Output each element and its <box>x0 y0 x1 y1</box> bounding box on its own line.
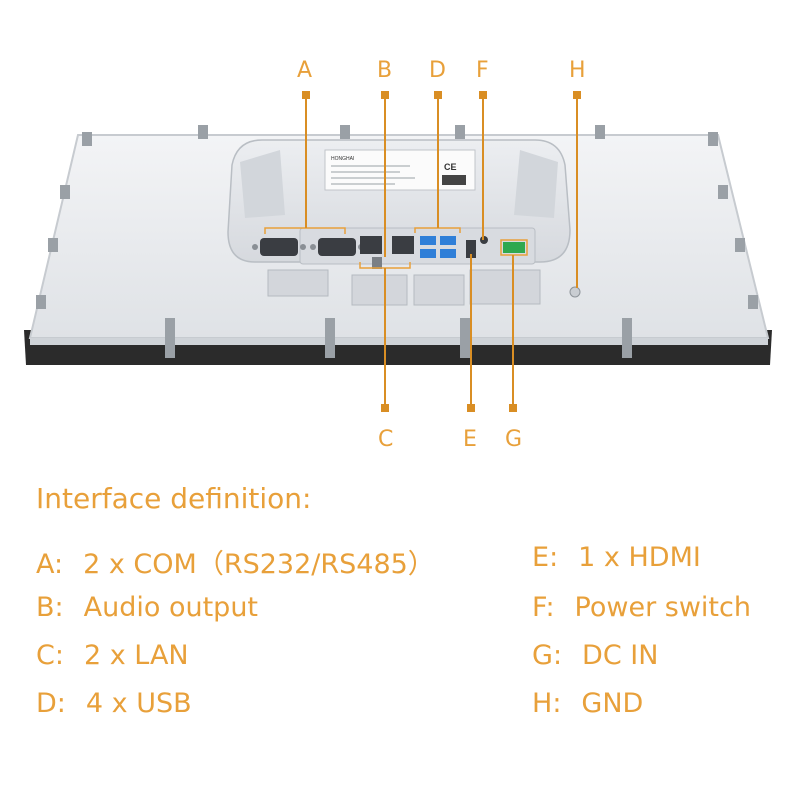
legend-sep: : <box>552 640 563 671</box>
legend-letter: A <box>36 549 54 580</box>
legend-item-f: F: Power switch <box>532 592 751 623</box>
legend-letter: G <box>532 640 553 671</box>
legend-item-c: C:2 x LAN <box>36 640 189 671</box>
legend-letter: F <box>532 592 546 623</box>
callout-d: D <box>429 58 446 83</box>
brand-text: HONGHAI <box>331 156 354 162</box>
legend-text: GND <box>581 688 644 719</box>
legend-letter: E <box>532 542 550 573</box>
legend-item-g: G: DC IN <box>532 640 658 671</box>
com-ports <box>252 238 364 256</box>
callout-b: B <box>377 58 392 83</box>
legend-letter: C <box>36 640 55 671</box>
ce-mark: CE <box>444 162 457 172</box>
device-back-diagram: HONGHAI CE <box>24 58 772 452</box>
legend-sep: : <box>54 549 64 580</box>
legend-sep: : <box>552 688 562 719</box>
callout-a: A <box>297 58 312 83</box>
callout-h: H <box>569 58 586 83</box>
legend-sep: : <box>54 592 64 623</box>
legend-text: 2 x COM（RS232/RS485） <box>83 549 435 580</box>
legend-item-h: H: GND <box>532 688 643 719</box>
legend-letter: D <box>36 688 57 719</box>
dc-in-terminal <box>503 242 525 253</box>
legend-text: 4 x USB <box>85 688 192 719</box>
legend-text: DC IN <box>582 640 659 671</box>
legend-item-e: E:1 x HDMI <box>532 542 701 573</box>
legend-sep: : <box>549 542 559 573</box>
callout-f: F <box>476 58 489 83</box>
legend-text: 1 x HDMI <box>578 542 701 573</box>
legend-title: Interface definition: <box>36 482 312 515</box>
callout-c: C <box>378 427 393 452</box>
legend-sep: : <box>54 640 64 671</box>
callout-e: E <box>463 427 477 452</box>
hdmi-port <box>466 240 476 258</box>
legend-sep: : <box>56 688 66 719</box>
callout-g: G <box>505 427 522 452</box>
legend-sep: : <box>545 592 555 623</box>
legend-text: Audio output <box>83 592 259 623</box>
rear-housing <box>227 139 571 265</box>
legend-text: 2 x LAN <box>83 640 189 671</box>
legend-item-b: B: Audio output <box>36 592 258 623</box>
usb-ports <box>420 236 456 258</box>
gnd-screw <box>569 286 581 298</box>
legend-item-a: A:2 x COM（RS232/RS485） <box>36 542 435 581</box>
lan-ports <box>360 236 414 269</box>
product-label: HONGHAI CE <box>324 149 476 191</box>
legend-letter: B <box>36 592 55 623</box>
legend-letter: H <box>532 688 553 719</box>
legend-text: Power switch <box>574 592 751 623</box>
legend-item-d: D:4 x USB <box>36 688 192 719</box>
